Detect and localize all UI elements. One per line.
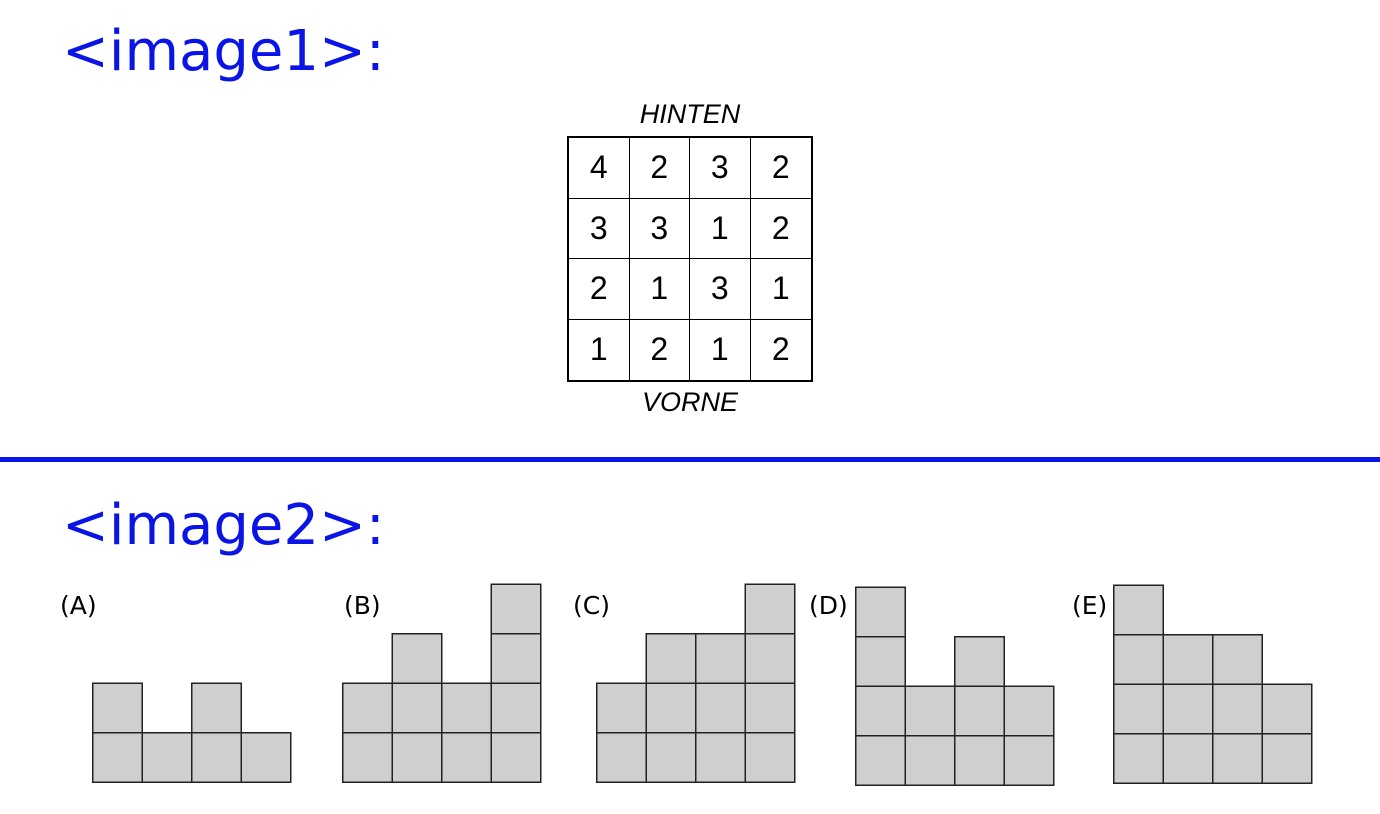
- option-e-block-c3-r3: [1212, 634, 1263, 685]
- option-e-block-c1-r4: [1113, 584, 1164, 636]
- option-a-figure: [92, 682, 292, 783]
- grid-cell-r3-c3: 3: [690, 259, 751, 320]
- option-b-block-c3-r1: [441, 732, 492, 783]
- option-e-block-c3-r2: [1212, 683, 1263, 735]
- grid-cell-r2-c2: 3: [629, 198, 690, 259]
- option-e-block-c2-r1: [1162, 733, 1214, 784]
- back-side-label: HINTEN: [639, 99, 741, 129]
- option-d-block-c2-r1: [904, 735, 956, 786]
- option-c-block-c3-r1: [695, 732, 746, 783]
- option-e-block-c2-r2: [1162, 683, 1214, 735]
- grid-cell-r3-c2: 1: [629, 259, 690, 320]
- option-d-block-c2-r2: [904, 685, 956, 737]
- option-b-block-c4-r3: [490, 633, 542, 684]
- option-b-block-c1-r1: [342, 732, 393, 783]
- option-a-label: (A): [60, 591, 97, 620]
- grid-cell-r3-c1: 2: [569, 259, 630, 320]
- option-e-block-c3-r1: [1212, 733, 1263, 784]
- option-d-figure: [855, 586, 1055, 786]
- option-e-block-c4-r2: [1261, 683, 1313, 735]
- option-c-block-c4-r3: [744, 633, 796, 684]
- option-c-block-c1-r1: [596, 732, 647, 783]
- option-d-label: (D): [809, 591, 848, 620]
- option-e-figure: [1113, 584, 1313, 784]
- option-b-block-c2-r3: [391, 633, 443, 684]
- option-e-block-c1-r2: [1113, 683, 1164, 735]
- option-e-block-c2-r3: [1162, 634, 1214, 685]
- option-c-figure: [596, 583, 796, 783]
- option-b-label: (B): [344, 591, 381, 620]
- option-d-block-c1-r2: [855, 685, 906, 737]
- grid-cell-r4-c4: 2: [771, 331, 790, 368]
- option-e-block-c4-r1: [1261, 733, 1313, 784]
- top-view-grid: 4 2 3 2 3 3 1 2 2 1 3 1 1 2 1 2: [567, 136, 813, 382]
- front-side-label: VORNE: [641, 387, 739, 417]
- option-c-block-c2-r1: [645, 732, 697, 783]
- grid-cell-r1-c3: 3: [690, 138, 751, 199]
- option-d-block-c4-r1: [1003, 735, 1055, 786]
- grid-cell-r1-c2: 2: [629, 138, 690, 199]
- option-e-label: (E): [1072, 591, 1108, 620]
- option-b-block-c4-r4: [490, 583, 542, 635]
- option-c-label: (C): [573, 591, 610, 620]
- option-c-block-c1-r2: [596, 682, 647, 734]
- option-a-block-c2-r1: [141, 732, 193, 783]
- option-c-block-c2-r3: [645, 633, 697, 684]
- option-a-block-c1-r1: [92, 732, 143, 783]
- option-c-block-c4-r2: [744, 682, 796, 734]
- option-c-block-c3-r3: [695, 633, 746, 684]
- grid-cell-r2-c4: 2: [750, 199, 811, 259]
- grid-cell-r3-c4: 1: [750, 259, 811, 320]
- option-d-block-c3-r1: [954, 735, 1005, 786]
- option-d-block-c1-r3: [855, 636, 906, 687]
- option-c-block-c3-r2: [695, 682, 746, 734]
- option-b-block-c1-r2: [342, 682, 393, 734]
- option-d-block-c3-r2: [954, 685, 1005, 737]
- grid-cell-r1-c1: 4: [569, 138, 630, 199]
- option-b-block-c4-r1: [490, 732, 542, 783]
- option-c-block-c2-r2: [645, 682, 697, 734]
- grid-cell-r2-c1: 3: [569, 198, 630, 259]
- image1-heading: <image1>:: [62, 19, 385, 84]
- option-b-block-c4-r2: [490, 682, 542, 734]
- option-c-block-c4-r1: [744, 732, 796, 783]
- option-b-block-c2-r2: [391, 682, 443, 734]
- option-a-block-c3-r1: [191, 732, 242, 783]
- grid-cell-r1-c4: 2: [750, 138, 811, 199]
- option-b-block-c2-r1: [391, 732, 443, 783]
- grid-cell-r2-c3: 1: [690, 198, 751, 259]
- grid-cell-r4-c2: 2: [630, 319, 690, 380]
- option-b-figure: [342, 583, 542, 783]
- option-c-block-c4-r4: [744, 583, 796, 635]
- section-divider: [0, 457, 1380, 462]
- option-d-block-c3-r3: [954, 636, 1005, 687]
- option-b-block-c3-r2: [441, 682, 492, 734]
- option-d-block-c1-r1: [855, 735, 906, 786]
- option-a-block-c1-r2: [92, 682, 143, 734]
- option-e-block-c1-r3: [1113, 634, 1164, 685]
- grid-cell-r4-c1: 1: [569, 319, 630, 380]
- image2-heading: <image2>:: [62, 493, 385, 558]
- option-d-block-c4-r2: [1003, 685, 1055, 737]
- grid-cell-r4-c3: 1: [690, 319, 751, 380]
- option-a-block-c3-r2: [191, 682, 242, 734]
- option-e-block-c1-r1: [1113, 733, 1164, 784]
- option-d-block-c1-r4: [855, 586, 906, 638]
- option-a-block-c4-r1: [240, 732, 292, 783]
